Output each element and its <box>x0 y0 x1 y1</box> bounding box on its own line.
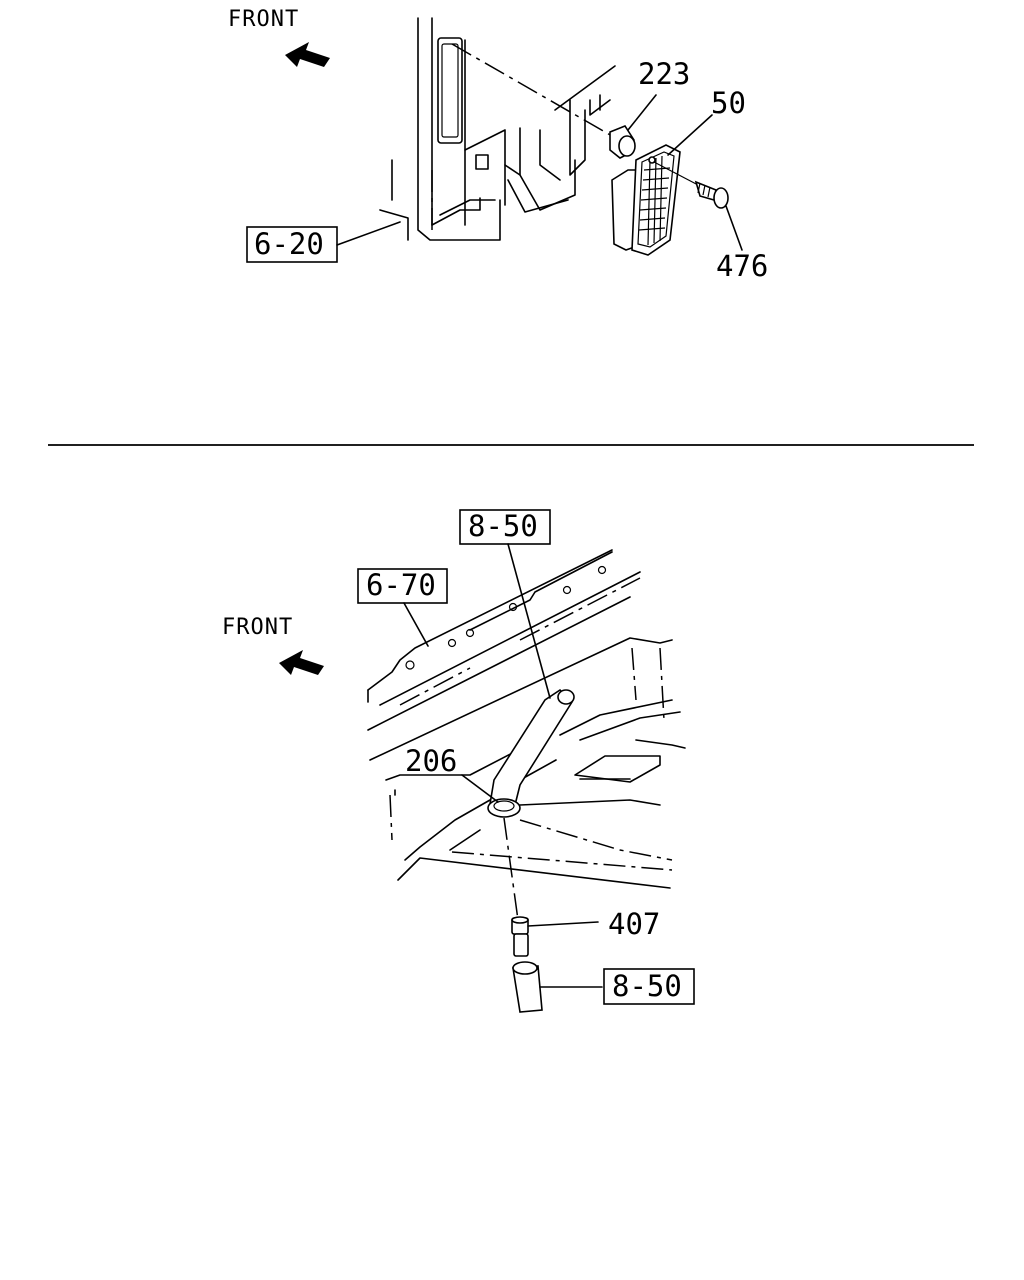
svg-text:6-70: 6-70 <box>366 568 436 602</box>
callout-476: 476 <box>716 249 768 283</box>
leader-8-50-top <box>507 543 551 699</box>
center-dash <box>503 817 519 921</box>
svg-text:8-50: 8-50 <box>612 969 682 1003</box>
leader-6-70 <box>403 602 429 647</box>
screw-476 <box>653 161 729 209</box>
ref-box-6-70: 6-70 <box>357 568 448 604</box>
svg-text:6-20: 6-20 <box>254 227 324 261</box>
connector-407 <box>511 916 529 957</box>
callout-223: 223 <box>638 57 690 91</box>
filler-pipe-lower <box>512 961 543 1013</box>
svg-text:8-50: 8-50 <box>468 509 538 543</box>
ref-box-8-50-top: 8-50 <box>459 509 551 545</box>
bottom-panel: FRONT <box>222 509 695 1013</box>
grille-50 <box>611 144 681 256</box>
top-panel: FRONT <box>228 7 768 283</box>
leader-223 <box>627 94 657 131</box>
callout-407: 407 <box>608 907 660 941</box>
body-pillar <box>379 17 616 241</box>
front-label-bottom: FRONT <box>222 615 293 640</box>
ref-box-8-50-bottom: 8-50 <box>603 968 695 1005</box>
filler-pipe-upper <box>489 688 575 806</box>
front-arrow-icon <box>279 650 324 675</box>
callout-50: 50 <box>711 86 746 120</box>
leader-206 <box>461 774 499 803</box>
leader-407 <box>527 921 599 927</box>
front-label: FRONT <box>228 7 299 32</box>
front-arrow-icon <box>285 42 330 67</box>
ref-box-6-20: 6-20 <box>246 226 338 263</box>
frame-rail <box>367 549 641 731</box>
leader-476 <box>725 205 743 251</box>
leader-50 <box>667 114 713 156</box>
leader-6-20 <box>336 221 401 246</box>
clip-223 <box>609 125 636 159</box>
callout-206: 206 <box>405 744 457 778</box>
grommet-206 <box>487 798 521 818</box>
top-leader-dash <box>451 43 613 137</box>
